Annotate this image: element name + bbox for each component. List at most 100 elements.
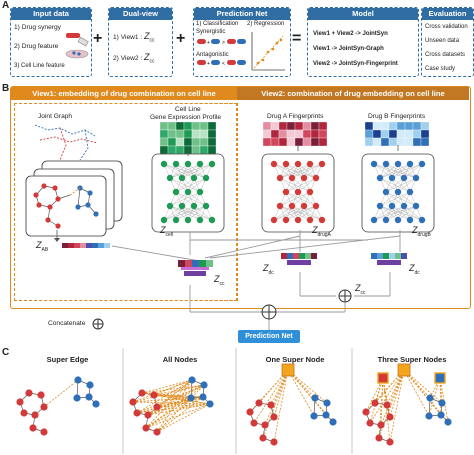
heatmap-cell xyxy=(404,121,414,131)
super-edge xyxy=(147,397,192,416)
drug-a-node xyxy=(371,399,379,407)
heatmap-cell xyxy=(396,121,406,131)
network-edge xyxy=(163,205,195,221)
network-edge xyxy=(373,205,393,221)
drug-a-node xyxy=(142,424,150,432)
heatmap-cell xyxy=(404,137,414,147)
network-edge xyxy=(181,191,201,207)
heatmap-cell xyxy=(310,121,320,131)
drug-a-node xyxy=(255,399,263,407)
drug-b-node xyxy=(426,394,434,402)
network-neuron xyxy=(418,216,426,224)
z-drugb-sub: drugB xyxy=(417,231,431,238)
drug-a-node xyxy=(383,401,391,409)
prediction-net-node: Prediction Net xyxy=(238,330,300,343)
drug-a-node xyxy=(153,403,161,411)
network-neuron xyxy=(412,202,420,210)
capsule-icon xyxy=(66,33,80,38)
network-neuron xyxy=(294,216,302,224)
z-cell-sub: cell xyxy=(165,231,174,238)
input-data-box: Input data 1) Drug synergy 2) Drug featu… xyxy=(10,7,92,77)
drug-b-node xyxy=(188,376,196,384)
heatmap-cell xyxy=(420,121,430,131)
drug-b-node xyxy=(437,411,445,419)
drug-a-node xyxy=(261,421,269,429)
svg-text:<: < xyxy=(222,61,225,67)
network-neuron xyxy=(382,160,390,168)
network-neuron xyxy=(270,216,278,224)
cell-line-network xyxy=(151,145,399,233)
gene-expression-heatmap xyxy=(159,121,217,155)
drug-b-node xyxy=(310,412,318,420)
drug-a-node xyxy=(386,438,394,446)
drug-a-node xyxy=(362,408,370,416)
z-cc2-symbol: Z xyxy=(355,283,361,293)
network-neuron xyxy=(306,216,314,224)
drug-b-node xyxy=(200,381,208,389)
view2-vector-b xyxy=(371,253,407,265)
network-edge xyxy=(175,177,195,193)
three-super-nodes-title: Three Super Nodes xyxy=(377,355,447,364)
heatmap-cell xyxy=(364,137,374,147)
network-neuron xyxy=(190,202,198,210)
panel-b-connectors xyxy=(111,230,401,330)
drug-a-fingerprint xyxy=(262,121,328,147)
panel-a-label: A xyxy=(2,0,10,11)
svg-text:+: + xyxy=(207,40,210,46)
heatmap-cell xyxy=(199,137,209,147)
network-neuron xyxy=(370,216,378,224)
view1-fusion-vector xyxy=(178,260,213,276)
drug-a-node xyxy=(259,434,267,442)
drug-a-node xyxy=(20,409,28,417)
network-edge xyxy=(193,163,213,179)
drug-a-node xyxy=(386,413,394,421)
network-neuron xyxy=(312,174,320,182)
network-neuron xyxy=(184,216,192,224)
super-edge xyxy=(136,403,211,414)
model-row-fingerprint: View2 -> JointSyn-Fingerprint xyxy=(313,61,398,67)
z-cc2-label: Zcc xyxy=(355,283,366,296)
network-edge xyxy=(175,177,207,193)
drug-b-title: Drug B Fingerprints xyxy=(368,113,426,120)
eval-cross-datasets: Cross datasets xyxy=(425,52,466,58)
super-edge xyxy=(287,369,328,404)
network-edge xyxy=(273,205,305,221)
heatmap-cell xyxy=(175,137,185,147)
network-edge xyxy=(187,205,207,221)
antagonistic-label: Antagonistic xyxy=(196,52,229,58)
network-neuron xyxy=(400,202,408,210)
drug-a-node xyxy=(40,428,48,436)
network-neuron xyxy=(202,202,210,210)
network-neuron xyxy=(288,202,296,210)
view2-symbol: Z xyxy=(144,52,150,62)
network-edge xyxy=(379,191,411,207)
network-edge xyxy=(291,191,311,207)
z-ab-label: ZAB xyxy=(36,240,48,253)
network-neuron xyxy=(294,160,302,168)
super-edge xyxy=(287,369,315,417)
super-edge xyxy=(403,369,431,399)
super-node xyxy=(397,363,411,377)
heatmap-cell xyxy=(318,121,328,131)
drug-a-super-node xyxy=(377,372,389,384)
heatmap-cell xyxy=(159,129,169,139)
network-edge xyxy=(285,177,305,193)
concat-symbol-main xyxy=(261,304,277,320)
network-neuron xyxy=(394,188,402,196)
network-neuron xyxy=(160,216,168,224)
svg-text:+: + xyxy=(207,61,210,67)
super-edge xyxy=(132,397,192,403)
heatmap-cell xyxy=(167,145,177,155)
z-drugb-label: ZdrugB xyxy=(412,225,431,238)
drug-a-node xyxy=(37,391,45,399)
network-neuron xyxy=(376,202,384,210)
input-item-drug-synergy: 1) Drug synergy xyxy=(14,24,61,31)
super-edge xyxy=(145,396,204,429)
model-row-jointsyn: View1 + View2 -> JointSyn xyxy=(313,31,388,37)
panel-b-diagram xyxy=(25,121,435,330)
heatmap-cell xyxy=(191,145,201,155)
z-dc-label-1: Zdc xyxy=(263,263,274,276)
heatmap-cell xyxy=(412,137,422,147)
z-cell-label: Zcell xyxy=(160,225,173,238)
input-data-title: Input data xyxy=(11,8,91,20)
